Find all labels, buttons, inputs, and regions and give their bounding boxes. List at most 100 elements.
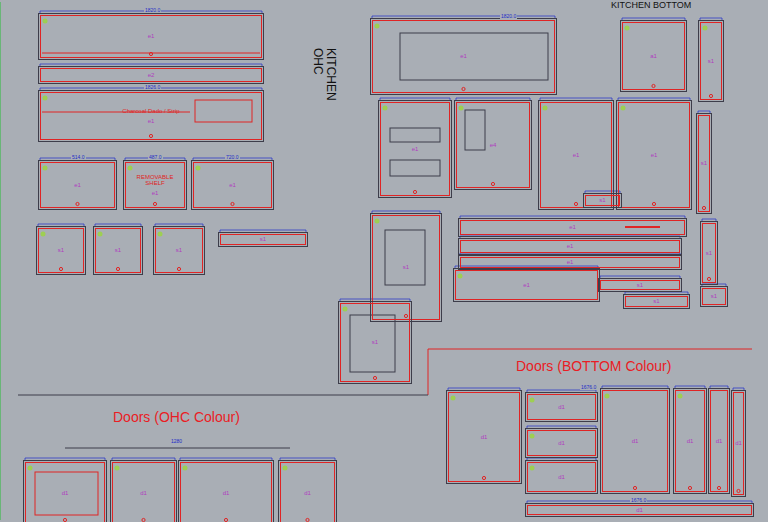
part-label: d1 [304,490,311,496]
drill-mark [158,232,163,237]
part-label: s1 [706,250,712,256]
drill-mark [283,466,288,471]
dimension-line [618,98,690,100]
dimension-value: 1280 [170,439,183,444]
dimension-line [698,111,710,113]
drill-mark [115,466,120,471]
part-label: d1 [558,474,565,480]
part-label: d1 [687,438,694,444]
part-label: d1 [558,404,565,410]
part-label: d1 [636,507,643,513]
part-label: e1 [148,118,155,124]
cut-panel: s1 [585,195,620,206]
dimension-value: 720.0 [225,155,240,160]
dimension-value: 1826.0 [144,85,161,90]
part-label: d1 [223,490,230,496]
hole-mark [688,486,691,489]
cut-panel: s1 [220,234,306,245]
door-strip [65,448,290,449]
drill-mark [196,166,201,171]
hole-mark [149,52,152,55]
dimension-line [460,253,680,255]
dimension-value: 487.0 [148,155,163,160]
dimension-lines [25,11,752,522]
hole-mark [231,202,234,205]
drill-mark [530,466,535,471]
dimension-value: 1820.0 [500,14,517,19]
dimension-value: 514.0 [71,155,86,160]
cut-panel: e1 [193,162,272,208]
part-label: d1 [716,438,723,444]
part-label: e1 [74,182,81,188]
drill-mark [183,466,188,471]
dimension-line [372,16,555,18]
drill-mark [678,394,683,399]
hole-mark [717,486,720,489]
part-label: e1 [148,33,155,39]
part-label: s1 [653,298,659,304]
hole-mark [702,206,705,209]
cut-panel: d1 [602,390,668,492]
drill-mark [375,24,380,29]
drill-mark [383,106,388,111]
hole-mark [404,314,407,317]
hole-mark [224,518,227,521]
part-label: s1 [701,160,707,166]
dimension-line [602,386,668,388]
drill-mark [128,166,133,171]
part-label: e1 [651,152,658,158]
dimension-line [702,219,716,221]
part-label: e1 [567,259,574,265]
dimension-line [675,386,705,388]
drill-mark [375,219,380,224]
part-label: s1 [176,247,182,253]
part-label: e4 [490,142,497,148]
part-label: s1 [711,293,717,299]
drill-mark [343,307,348,312]
drill-mark [703,26,708,31]
dimension-line [622,18,685,20]
part-label: e1 [567,243,574,249]
dimension-value: 1676.0 [580,385,597,390]
dimension-value: 1676.0 [630,498,647,503]
dimension-line [456,98,530,100]
dimension-line [733,388,744,390]
dimension-line [625,292,688,294]
cut-panel: d1 [527,505,752,515]
cut-panel: e1 [40,15,262,58]
hole-mark [116,267,119,270]
dimension-line [448,388,520,390]
hole-mark [76,202,79,205]
cut-panel: d1 [710,390,728,492]
drill-mark [530,434,535,439]
part-label: a1 [650,53,657,59]
dimension-line [600,276,680,278]
part-label: d1 [735,440,742,446]
dimension-line [340,299,410,301]
part-label: s1 [115,247,121,253]
dimension-line [460,236,680,238]
dimension-line [527,458,596,460]
cut-panel: d1 [527,462,596,492]
hole-mark [652,202,655,205]
section-title: KITCHEN BOTTOM [611,0,691,10]
drill-mark [459,106,464,111]
part-label: d1 [481,434,488,440]
dimension-line [702,284,726,286]
dimension-line [540,98,612,100]
dimension-line [700,18,722,20]
part-label: d1 [632,438,639,444]
cut-panel: e1 [372,20,555,93]
hole-mark [413,190,416,193]
hole-mark [652,84,655,87]
cut-panel: d1 [25,462,105,522]
hole-mark [709,94,712,97]
drill-mark [543,106,548,111]
cut-panel: s1 [340,303,410,382]
drill-mark [98,232,103,237]
dimension-line [527,390,596,392]
dimension-line [460,216,685,218]
cut-panel: d1 [733,392,744,495]
dimension-line [38,224,84,226]
